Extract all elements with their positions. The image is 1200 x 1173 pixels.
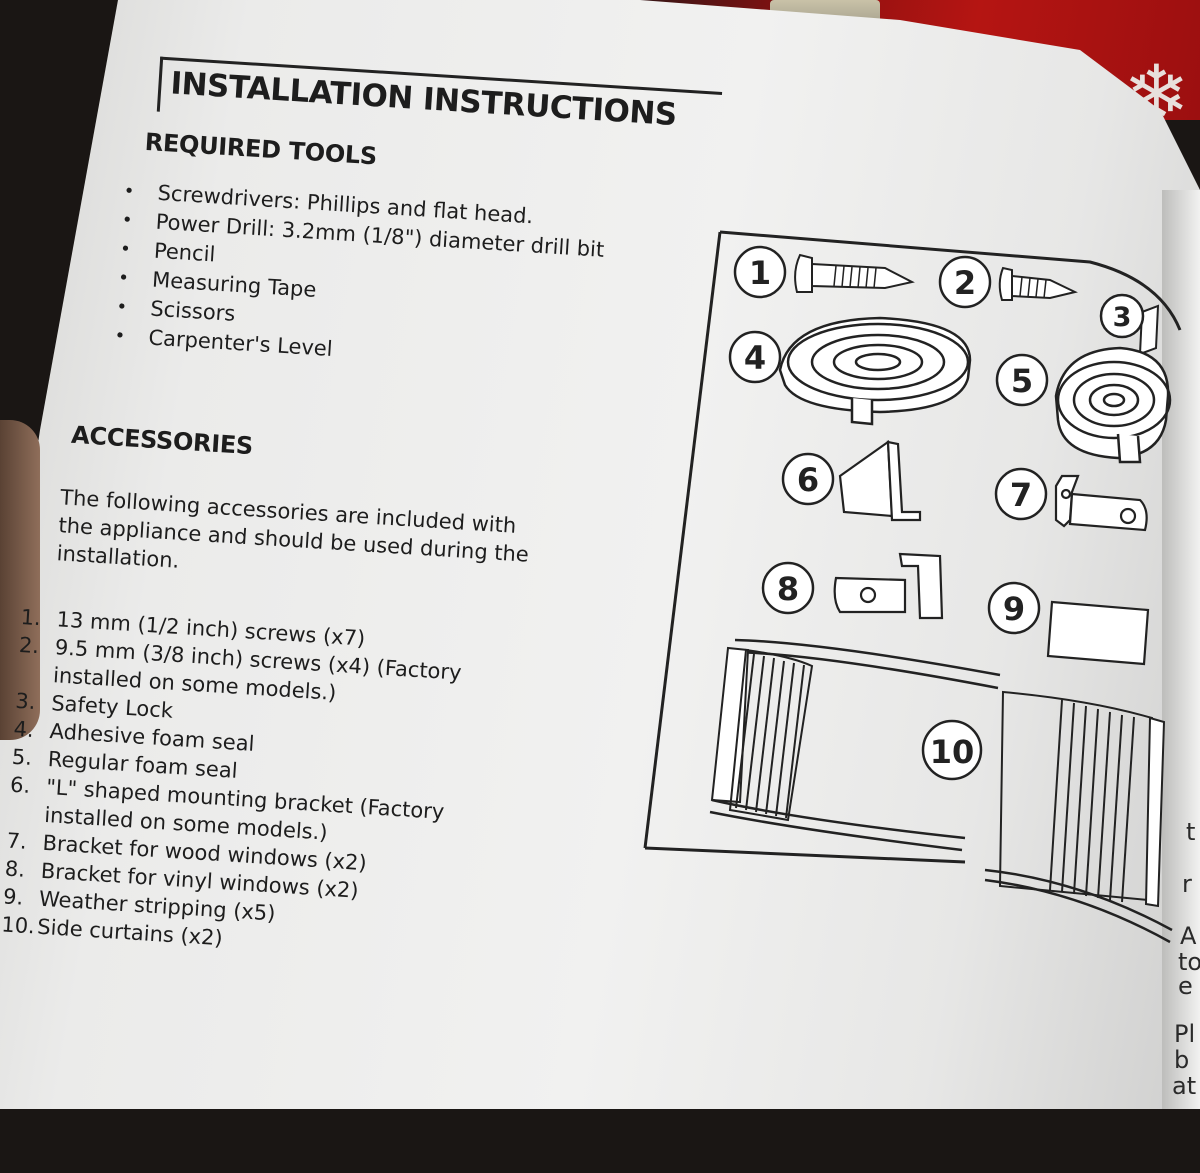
accessories-diagram: 1 2 3 4 5 6 7 8 9 10 xyxy=(643,230,1182,944)
edge-letter: e xyxy=(1178,972,1193,1000)
item-badge xyxy=(1099,293,1145,339)
item-badge xyxy=(987,581,1041,635)
edge-letter: t xyxy=(1186,818,1196,846)
vinyl-window-bracket-icon xyxy=(833,552,944,620)
edge-letter: A xyxy=(1180,922,1197,950)
regular-foam-seal-icon xyxy=(1054,346,1172,464)
screw-9-5mm-icon xyxy=(998,266,1078,301)
item-badge xyxy=(781,452,835,506)
diagram-label: 2 xyxy=(954,264,976,302)
weather-stripping-icon xyxy=(1046,600,1150,666)
diagram-frame-left xyxy=(643,231,722,849)
edge-letter: r xyxy=(1182,870,1192,898)
edge-letter: to xyxy=(1178,948,1200,976)
wood-window-bracket-icon xyxy=(1054,474,1148,532)
item-badge xyxy=(938,255,992,309)
diagram-label: 9 xyxy=(1003,590,1025,628)
diagram-label: 6 xyxy=(797,461,819,499)
thumb xyxy=(0,420,40,740)
diagram-label: 10 xyxy=(930,733,975,771)
diagram-label: 1 xyxy=(749,254,771,292)
item-badge xyxy=(995,353,1049,407)
diagram-frame-top xyxy=(719,230,1182,331)
diagram-label: 8 xyxy=(777,570,799,608)
edge-letter: at xyxy=(1172,1072,1197,1100)
edge-letter: Pl xyxy=(1174,1020,1196,1048)
diagram-label: 3 xyxy=(1113,302,1132,333)
diagram-label: 5 xyxy=(1011,362,1033,400)
diagram-label: 4 xyxy=(744,339,766,377)
next-page-edge xyxy=(1162,190,1200,1109)
item-badge xyxy=(761,561,815,615)
item-badge xyxy=(994,467,1048,521)
diagram-frame-bottom xyxy=(644,846,966,864)
adhesive-foam-seal-icon xyxy=(778,316,972,426)
item-badge xyxy=(733,245,787,299)
item-badge xyxy=(921,719,983,781)
diagram-label: 7 xyxy=(1010,476,1032,514)
item-badge xyxy=(728,330,782,384)
edge-letter: b xyxy=(1174,1046,1190,1074)
l-bracket-icon xyxy=(838,439,922,522)
safety-lock-icon xyxy=(1138,304,1160,356)
side-curtains-icon xyxy=(709,638,1173,944)
screw-13mm-icon xyxy=(794,253,915,293)
